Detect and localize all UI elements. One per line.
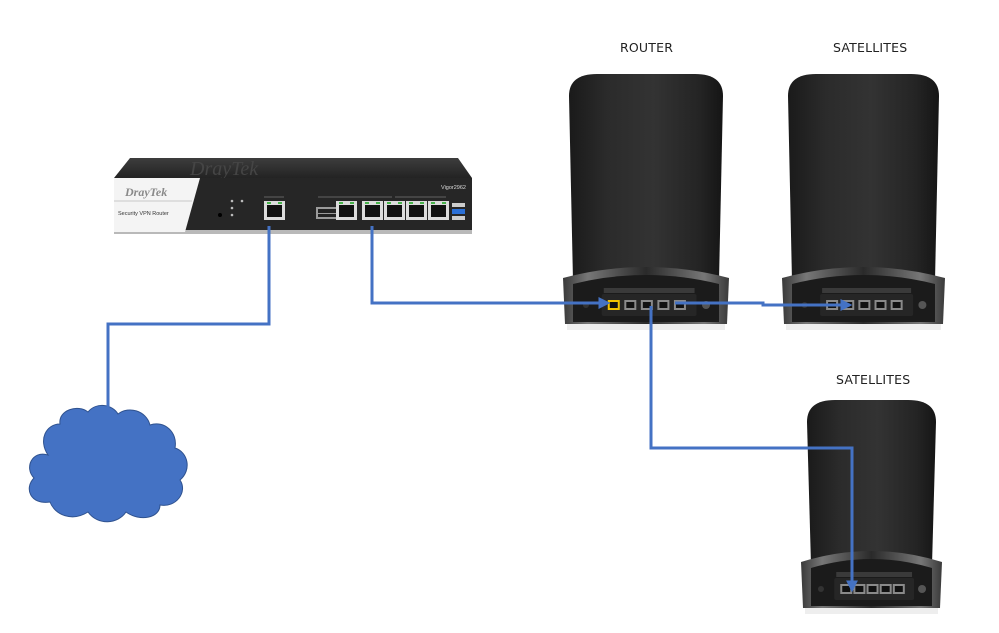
mesh-router-icon xyxy=(563,74,729,330)
usb-port-icon xyxy=(452,209,465,214)
gateway-wan-port xyxy=(264,201,285,220)
gateway-model: Vigor2962 xyxy=(441,185,466,191)
gateway-brand-logo: DrayTek xyxy=(124,185,167,199)
gateway-subtitle: Security VPN Router xyxy=(118,211,169,217)
link-internet-gateway xyxy=(106,226,271,418)
gateway-top-logo: DrayTek xyxy=(189,158,259,180)
link-router-satellite-1 xyxy=(675,299,853,311)
satellites-top-label: SATELLITES xyxy=(833,40,908,55)
link-gateway-router xyxy=(370,226,611,309)
reset-button xyxy=(218,213,222,217)
mesh-satellite-icon xyxy=(801,400,942,614)
gateway-lan-ports xyxy=(336,201,449,220)
vpn-router-icon: DrayTek DrayTek Security VPN Router Vigo… xyxy=(114,158,472,234)
satellites-bottom-label: SATELLITES xyxy=(836,372,911,387)
router-label: ROUTER xyxy=(620,40,674,55)
link-router-satellite-2 xyxy=(649,306,858,593)
cloud-icon xyxy=(28,405,188,523)
mesh-satellite-icon xyxy=(782,74,945,330)
